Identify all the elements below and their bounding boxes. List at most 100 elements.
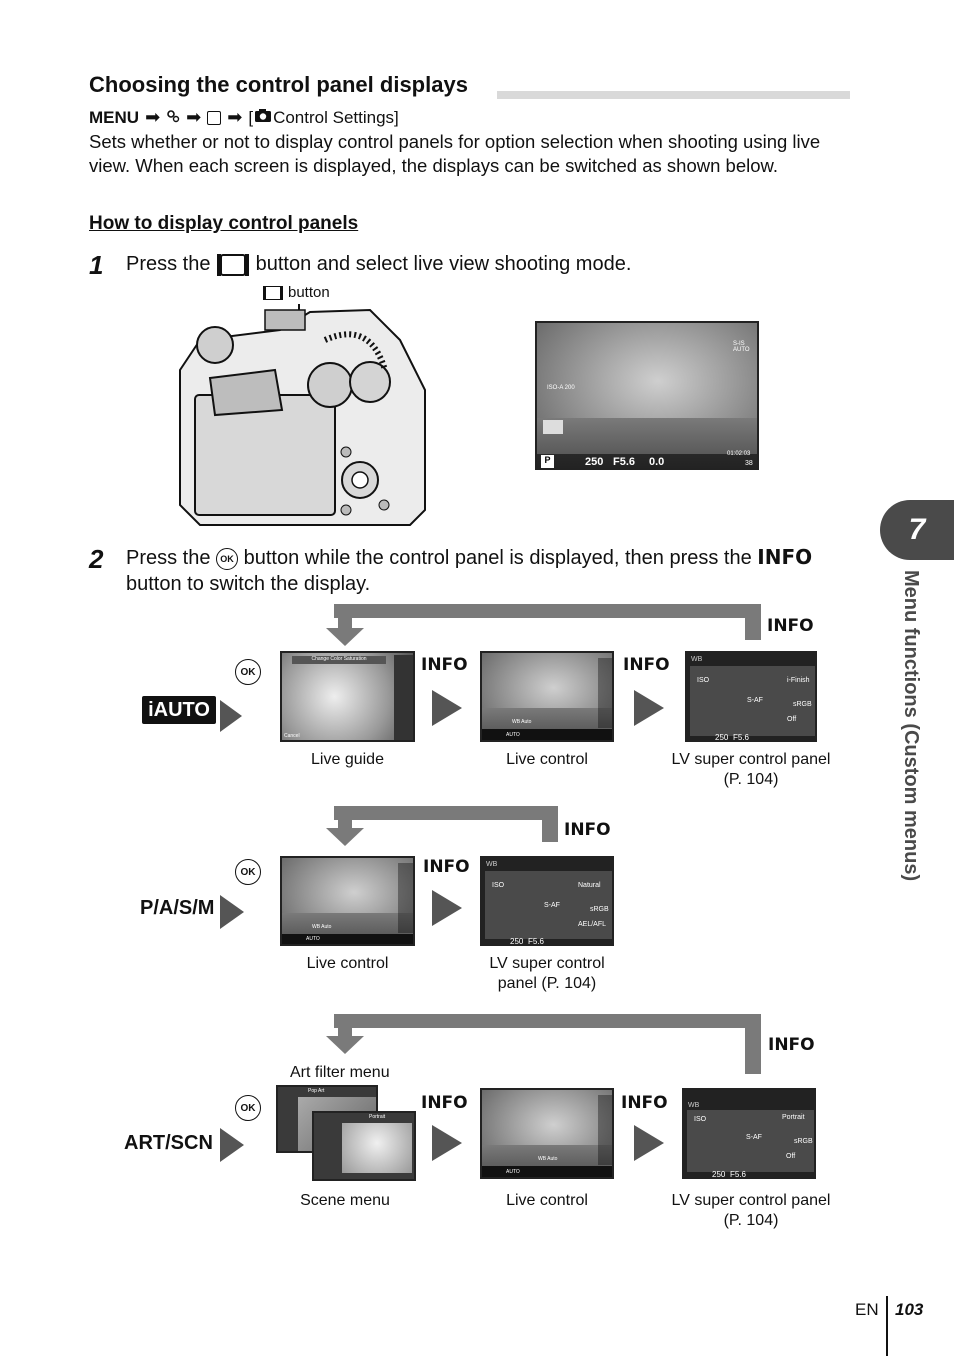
flow-arrow bbox=[634, 1125, 664, 1161]
custom-menu-icon bbox=[207, 110, 222, 125]
label-lv-super: LV super control panel (P. 104) bbox=[489, 955, 605, 992]
lv-shutter: 250 bbox=[715, 733, 729, 742]
menu-label: MENU bbox=[89, 107, 140, 127]
ael-label: AEL/AFL bbox=[578, 921, 607, 928]
step-number-1: 1 bbox=[89, 250, 104, 280]
label-art-filter: Art filter menu bbox=[290, 1064, 390, 1081]
srgb-label: sRGB bbox=[590, 906, 609, 913]
panel-grid bbox=[690, 666, 815, 736]
label-live-guide: Live guide bbox=[311, 751, 384, 768]
loop-bar-right-3 bbox=[745, 1014, 761, 1074]
live-view-screen: ISO-A 200 S-IS AUTO P 250 F5.6 0.0 01:02… bbox=[535, 321, 759, 470]
time-readout: 01:02:03 bbox=[727, 451, 751, 457]
off-label: Off bbox=[787, 716, 797, 723]
loop-bar-right-2 bbox=[542, 806, 558, 842]
setting-name: Control Settings] bbox=[273, 107, 399, 127]
iso-label: ISO bbox=[492, 882, 505, 889]
wb-label: WB bbox=[486, 861, 498, 868]
control-sidebar bbox=[398, 863, 413, 933]
arrow-icon: ➡ bbox=[227, 107, 243, 127]
live-control-screen: WB Auto AUTO bbox=[480, 1088, 614, 1179]
natural-label: Natural bbox=[578, 882, 601, 889]
loop-bar-left-1 bbox=[338, 604, 352, 630]
saf-label: S-AF bbox=[747, 697, 763, 704]
step-1-text-after: button and select live view shooting mod… bbox=[255, 253, 632, 275]
lv-aperture: F5.6 bbox=[733, 733, 750, 742]
step-2-text: Press the OK button while the control pa… bbox=[126, 544, 856, 597]
auto-label: AUTO bbox=[506, 732, 520, 738]
lv-aperture: F5.6 bbox=[528, 937, 545, 946]
description: Sets whether or not to display control p… bbox=[89, 131, 821, 176]
step-2-text-middle: button while the control panel is displa… bbox=[243, 547, 752, 569]
info-label: INFO bbox=[768, 1035, 815, 1055]
mode-pasm: P/A/S/M bbox=[140, 897, 215, 919]
lv-super-panel: WB ISO S-AF i-Finish sRGB Off 250 F5.6 bbox=[685, 651, 817, 742]
mode-iauto: iAUTO bbox=[142, 696, 216, 724]
ok-button-icon: OK bbox=[216, 547, 239, 570]
lv-super-panel: WB ISO S-AF Portrait sRGB Off 250 F5.6 bbox=[682, 1088, 816, 1179]
live-guide-title: Change Color Saturation bbox=[292, 656, 386, 664]
lv-button-icon bbox=[263, 285, 283, 300]
gear-icon bbox=[166, 108, 180, 128]
guide-sidebar bbox=[394, 655, 413, 740]
portrait-label: Portrait bbox=[782, 1114, 805, 1121]
flow-arrow bbox=[432, 690, 462, 726]
flow-arrow bbox=[220, 1128, 244, 1162]
iso-label: ISO bbox=[697, 677, 710, 684]
subheading: How to display control panels bbox=[89, 213, 359, 234]
scene-menu-screen: Portrait bbox=[312, 1111, 416, 1181]
chapter-title-vertical: Menu functions (Custom menus) bbox=[882, 570, 932, 950]
control-bar bbox=[482, 1166, 612, 1177]
portrait-label: Portrait bbox=[369, 1114, 386, 1120]
step-1-text: Press the button and select live view sh… bbox=[126, 251, 631, 277]
footer-lang: EN bbox=[855, 1300, 879, 1319]
shutter-readout: 250 bbox=[585, 456, 604, 468]
srgb-label: sRGB bbox=[793, 701, 812, 708]
touch-icon bbox=[543, 420, 563, 434]
step-2-text-before: Press the bbox=[126, 547, 211, 569]
exposure-readout: 0.0 bbox=[649, 456, 665, 468]
label-lv-super: LV super control panel (P. 104) bbox=[671, 751, 831, 788]
wb-label: WB bbox=[691, 656, 703, 663]
loop-bar-right-1 bbox=[745, 604, 761, 640]
label-live-control: Live control bbox=[506, 751, 588, 768]
step-number-2: 2 bbox=[89, 544, 104, 574]
auto-label: AUTO bbox=[306, 936, 320, 942]
loop-bar-top-3 bbox=[334, 1014, 761, 1028]
loop-bar-left-3 bbox=[338, 1014, 352, 1038]
count-readout: 38 bbox=[745, 460, 753, 467]
ok-icon: OK bbox=[235, 1095, 261, 1121]
lv-shutter: 250 bbox=[510, 937, 524, 946]
step-1-text-before: Press the bbox=[126, 253, 211, 275]
control-sidebar bbox=[598, 1095, 612, 1165]
panel-grid bbox=[687, 1110, 814, 1172]
sis-readout: S-IS AUTO bbox=[733, 341, 750, 353]
flow-arrow bbox=[220, 895, 244, 929]
live-control-screen: WB Auto AUTO bbox=[280, 856, 415, 946]
label-scene-menu: Scene menu bbox=[300, 1192, 390, 1209]
wb-label: WB bbox=[688, 1102, 700, 1109]
camera-icon bbox=[254, 108, 272, 128]
flow-arrow bbox=[634, 690, 664, 726]
page-number: 103 bbox=[895, 1300, 924, 1319]
ok-icon: OK bbox=[235, 859, 261, 885]
info-bar bbox=[537, 454, 757, 468]
wb-auto-label: WB Auto bbox=[312, 924, 332, 930]
control-bar bbox=[482, 729, 612, 740]
live-guide-screen: Change Color Saturation Cancel bbox=[280, 651, 415, 742]
iso-readout: ISO-A 200 bbox=[547, 385, 575, 391]
arrow-icon: ➡ bbox=[186, 107, 202, 127]
saf-label: S-AF bbox=[746, 1134, 762, 1141]
page-title: Choosing the control panel displays bbox=[89, 72, 468, 97]
wb-auto-label: WB Auto bbox=[538, 1156, 558, 1162]
live-control-screen: WB Auto AUTO bbox=[480, 651, 614, 742]
loop-bar-top-1 bbox=[334, 604, 761, 618]
flow-arrow bbox=[220, 700, 242, 732]
loop-arrow-down-1 bbox=[326, 628, 364, 646]
loop-bar-left-2 bbox=[338, 806, 352, 830]
footer-divider bbox=[886, 1296, 888, 1356]
srgb-label: sRGB bbox=[794, 1138, 813, 1145]
saf-label: S-AF bbox=[544, 902, 560, 909]
lv-shutter: 250 bbox=[712, 1170, 726, 1179]
label-live-control: Live control bbox=[306, 955, 389, 972]
